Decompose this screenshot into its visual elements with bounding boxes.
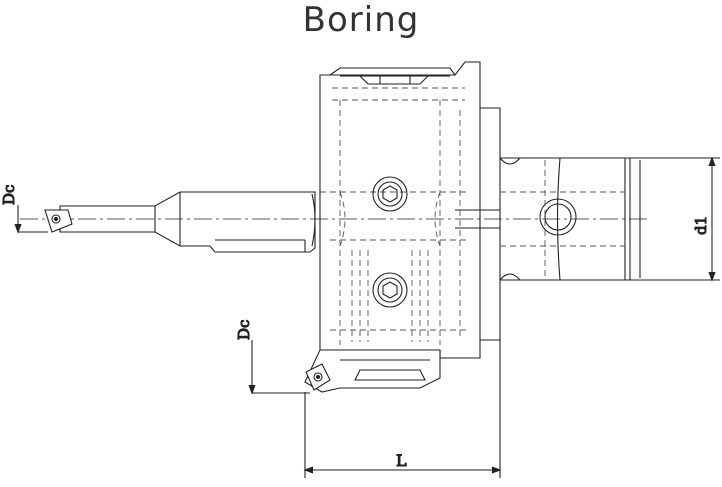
hidden-lines — [320, 87, 470, 345]
bottom-insert — [305, 363, 331, 391]
shank-hidden — [500, 160, 625, 278]
d1-label: d1 — [692, 216, 710, 235]
dc-left-label: Dc — [0, 185, 18, 205]
center-screw — [372, 176, 408, 212]
diagram-title: Boring — [302, 0, 420, 40]
dc-bottom-dimension: Dc — [234, 319, 310, 395]
length-label: L — [396, 451, 407, 470]
small-insert — [44, 209, 73, 233]
bottom-cartridge — [304, 349, 441, 393]
length-dimension: L — [303, 340, 502, 478]
d1-dimension: d1 — [645, 156, 720, 282]
lower-screw — [372, 272, 408, 308]
dc-left-dimension: Dc — [0, 184, 48, 234]
dc-bottom-label: Dc — [235, 320, 253, 340]
small-boring-bar — [59, 191, 316, 253]
